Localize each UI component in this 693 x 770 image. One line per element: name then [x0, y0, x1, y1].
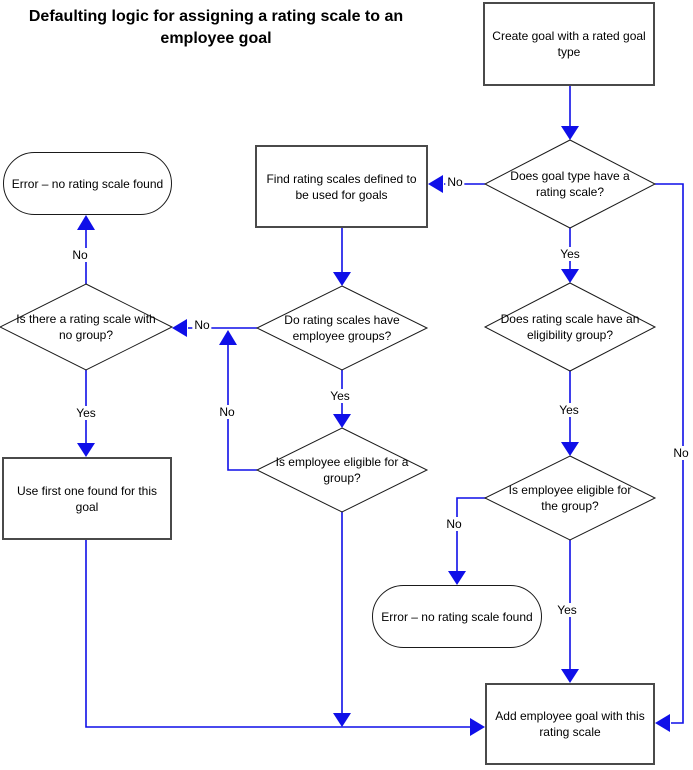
diamond-is-employee-eligible-for-the-group [483, 455, 657, 541]
node-error-no-rating-scale-bottom: Error – no rating scale found [372, 585, 542, 648]
node-create-goal: Create goal with a rated goal type [483, 2, 655, 86]
diamond-does-goal-type-have-rating-scale [483, 139, 657, 229]
diagram-title: Defaulting logic for assigning a rating … [28, 8, 404, 47]
label-emp-groups-no: No [192, 318, 212, 332]
diamond-does-rating-scale-have-eligibility-group [483, 282, 657, 372]
diamond-is-there-rating-scale-with-no-group [0, 283, 174, 371]
decision-is-employee-eligible-for-a-group: Is employee eligible for a group? [275, 455, 409, 485]
label-goal-type-yes: Yes [558, 247, 582, 261]
edge-emp-groups-no-to-no-group-decision [172, 319, 257, 337]
label-eligible-the-no: No [444, 517, 464, 531]
node-error-no-rating-scale-top: Error – no rating scale found [3, 152, 172, 215]
label-eligibility-yes: Yes [557, 403, 581, 417]
label-eligible-the-yes: Yes [555, 603, 579, 617]
edge-create-to-goal-type-decision [561, 86, 579, 140]
decision-is-employee-eligible-for-the-group: Is employee eligible for the group? [508, 483, 632, 513]
node-find-rating-scales: Find rating scales defined to be used fo… [255, 145, 428, 228]
node-use-first-one-found-label: Use first one found for this goal [16, 483, 158, 514]
diamond-do-rating-scales-have-employee-groups [255, 285, 429, 371]
label-eligible-a-no: No [217, 405, 237, 419]
edge-eligible-a-no-up-join [219, 330, 257, 471]
decision-does-goal-type-have-rating-scale: Does goal type have a rating scale? [510, 169, 630, 199]
diamond-is-employee-eligible-for-a-group [255, 427, 429, 513]
label-no-group-no: No [70, 248, 90, 262]
node-add-employee-goal: Add employee goal with this rating scale [485, 683, 655, 765]
decision-is-there-rating-scale-with-no-group: Is there a rating scale with no group? [16, 312, 156, 342]
decision-do-rating-scales-have-employee-groups: Do rating scales have employee groups? [284, 313, 400, 343]
node-find-rating-scales-label: Find rating scales defined to be used fo… [266, 171, 417, 202]
node-error-top-label: Error – no rating scale found [11, 176, 164, 191]
label-goal-type-no: No [445, 175, 465, 189]
node-error-bottom-label: Error – no rating scale found [381, 609, 533, 624]
label-emp-groups-yes: Yes [328, 389, 352, 403]
node-create-goal-label: Create goal with a rated goal type [492, 29, 646, 59]
edge-find-scales-to-emp-groups-decision [333, 228, 351, 286]
edge-eligible-a-down-join [333, 512, 351, 727]
decision-does-rating-scale-have-eligibility-group: Does rating scale have an eligibility gr… [500, 312, 640, 342]
node-add-employee-goal-label: Add employee goal with this rating scale [495, 709, 645, 739]
edge-eligible-the-no-to-error-bottom [448, 497, 487, 585]
label-goal-type-right-no: No [671, 446, 691, 460]
edge-use-first-to-add-goal [85, 540, 485, 736]
node-use-first-one-found: Use first one found for this goal [2, 457, 172, 540]
label-no-group-yes: Yes [74, 406, 98, 420]
